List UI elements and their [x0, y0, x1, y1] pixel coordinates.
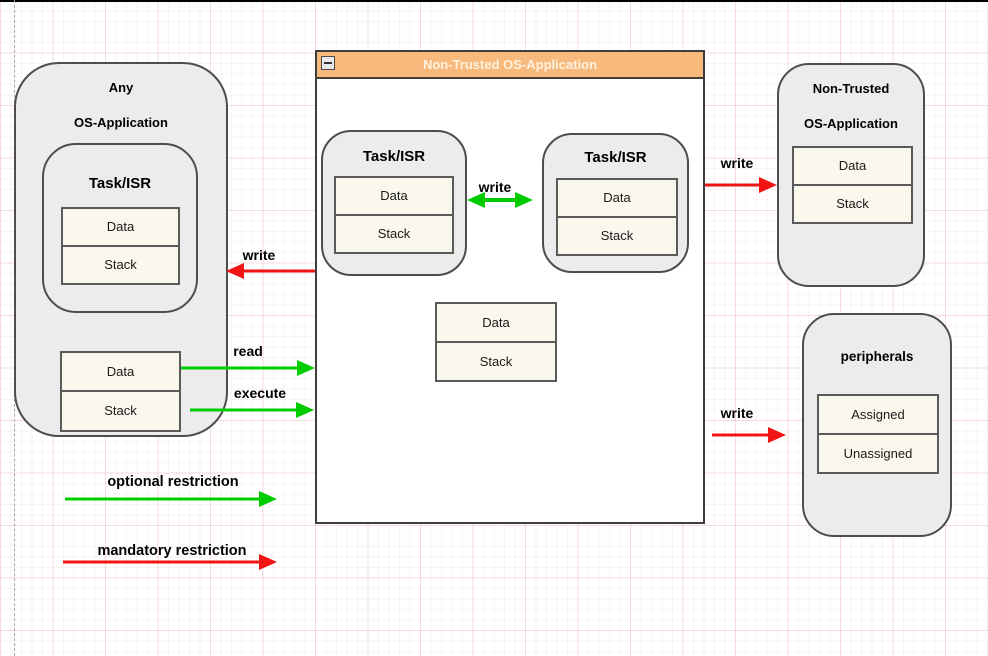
data-row[interactable]: Data	[603, 190, 631, 205]
arrow-write-to-left[interactable]	[226, 263, 315, 279]
task2-memory-table[interactable]: Data Stack	[556, 178, 678, 256]
any-os-application-container[interactable]: Any OS-Application Task/ISR Data Stack D…	[14, 62, 228, 437]
peripherals-title: peripherals	[840, 349, 914, 364]
data-row[interactable]: Data	[482, 315, 510, 330]
non-trusted-os-application-window[interactable]: Non-Trusted OS-Application Task/ISR Data…	[315, 50, 705, 524]
unassigned-row[interactable]: Unassigned	[819, 433, 937, 472]
task-isr-1-container[interactable]: Task/ISR Data Stack	[321, 130, 467, 276]
minimize-icon	[324, 62, 332, 64]
right-non-trusted-os-application-container[interactable]: Non-Trusted OS-Application Data Stack	[777, 63, 925, 287]
data-row[interactable]: Data	[380, 188, 408, 203]
stack-row[interactable]: Stack	[558, 216, 676, 254]
task-isr-title: Task/ISR	[362, 148, 426, 165]
assigned-row[interactable]: Assigned	[851, 407, 905, 422]
write-to-left-label: write	[242, 247, 276, 263]
read-label: read	[233, 343, 263, 359]
data-row[interactable]: Data	[106, 364, 135, 379]
write-between-tasks-label: write	[478, 179, 512, 195]
any-title-line1: Any	[108, 80, 134, 95]
right-app-title-line1: Non-Trusted	[812, 81, 890, 96]
data-row[interactable]: Data	[106, 219, 135, 234]
app-memory-table[interactable]: Data Stack	[60, 351, 181, 432]
minimize-button[interactable]	[321, 56, 335, 70]
write-to-peripherals-label: write	[720, 405, 754, 421]
right-app-memory-table[interactable]: Data Stack	[792, 146, 913, 224]
window-memory-table[interactable]: Data Stack	[435, 302, 557, 382]
stack-row[interactable]: Stack	[62, 390, 179, 430]
arrow-write-to-peripherals[interactable]	[712, 427, 786, 443]
task-isr-2-container[interactable]: Task/ISR Data Stack	[542, 133, 689, 273]
write-to-right-app-label: write	[720, 155, 754, 171]
task-memory-table[interactable]: Data Stack	[61, 207, 180, 285]
mandatory-restriction-label: mandatory restriction	[97, 543, 247, 559]
peripherals-table[interactable]: Assigned Unassigned	[817, 394, 939, 474]
stack-row[interactable]: Stack	[794, 184, 911, 222]
task1-memory-table[interactable]: Data Stack	[334, 176, 454, 254]
arrow-write-to-right-app[interactable]	[705, 177, 777, 193]
peripherals-container[interactable]: peripherals Assigned Unassigned	[802, 313, 952, 537]
stack-row[interactable]: Stack	[336, 214, 452, 252]
any-title-line2: OS-Application	[74, 115, 168, 130]
stack-row[interactable]: Stack	[437, 341, 555, 380]
data-row[interactable]: Data	[838, 158, 867, 173]
any-task-isr-container[interactable]: Task/ISR Data Stack	[42, 143, 198, 313]
task-isr-title: Task/ISR	[584, 149, 647, 166]
execute-label: execute	[233, 385, 287, 401]
task-isr-title: Task/ISR	[88, 175, 152, 192]
stack-row[interactable]: Stack	[63, 245, 178, 283]
right-app-title-line2: OS-Application	[804, 116, 898, 131]
top-border-line	[0, 0, 988, 2]
optional-restriction-label: optional restriction	[107, 474, 239, 490]
legend-optional-arrow[interactable]	[65, 491, 277, 507]
window-titlebar[interactable]: Non-Trusted OS-Application	[317, 52, 703, 79]
window-title: Non-Trusted OS-Application	[422, 57, 598, 72]
